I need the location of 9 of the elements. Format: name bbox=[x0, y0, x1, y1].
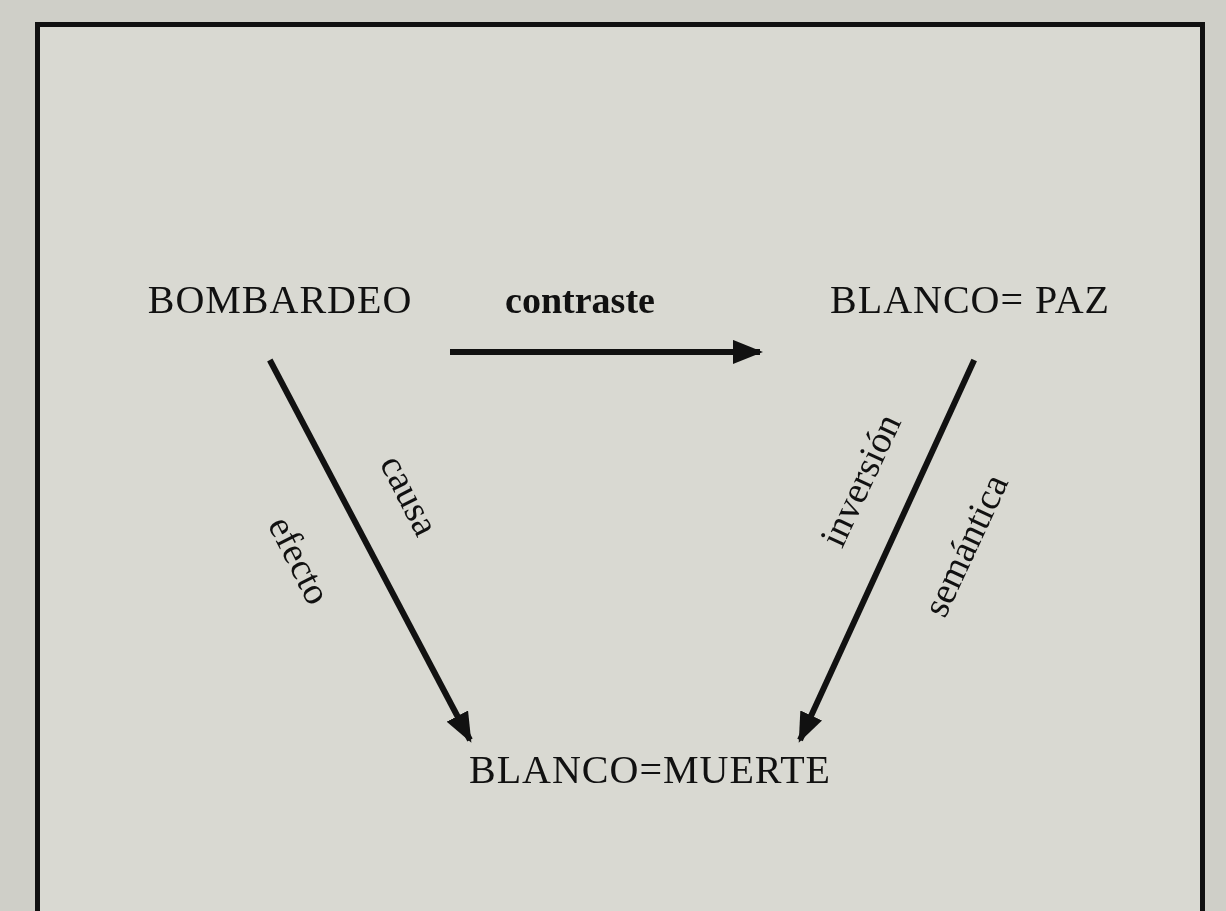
arrow bbox=[797, 358, 977, 743]
edge-label: contraste bbox=[505, 278, 655, 322]
node-label: BOMBARDEO bbox=[147, 276, 413, 324]
arrow bbox=[450, 339, 763, 364]
annotation-text: efecto bbox=[259, 508, 341, 612]
edge-label: causa bbox=[371, 447, 449, 543]
arrow bbox=[267, 358, 473, 743]
node-label: BLANCO= PAZ bbox=[830, 276, 1110, 324]
node-label: BLANCO=MUERTE bbox=[468, 746, 831, 794]
